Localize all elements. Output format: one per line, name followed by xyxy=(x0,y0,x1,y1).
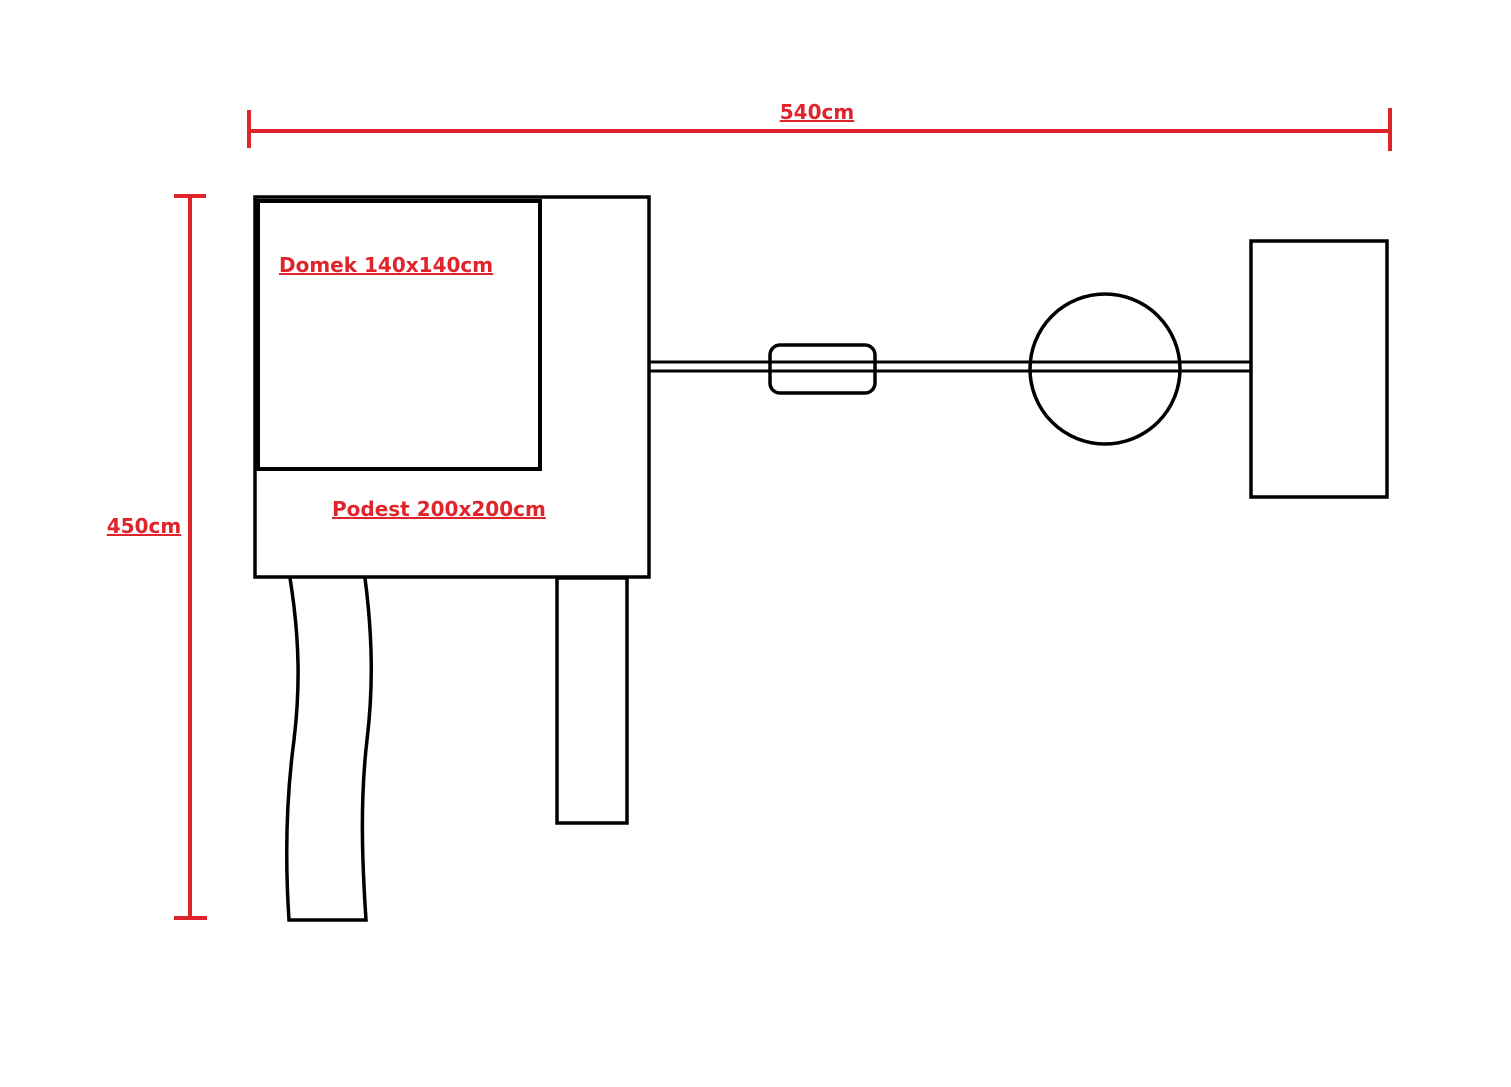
domek-house xyxy=(256,199,542,471)
swing-seat xyxy=(768,343,877,395)
height-dimension-label: 450cm xyxy=(107,514,181,538)
nest-swing-circle xyxy=(1028,292,1182,446)
width-dimension xyxy=(247,108,1392,151)
end-frame-rect xyxy=(1249,239,1389,499)
height-dimension xyxy=(174,194,207,920)
podest-label: Podest 200x200cm xyxy=(332,497,546,521)
width-dimension-label: 540cm xyxy=(780,100,854,124)
ladder-rect xyxy=(555,576,629,825)
wavy-slide xyxy=(284,577,374,922)
domek-label: Domek 140x140cm xyxy=(279,253,493,277)
podest-platform xyxy=(253,195,651,579)
